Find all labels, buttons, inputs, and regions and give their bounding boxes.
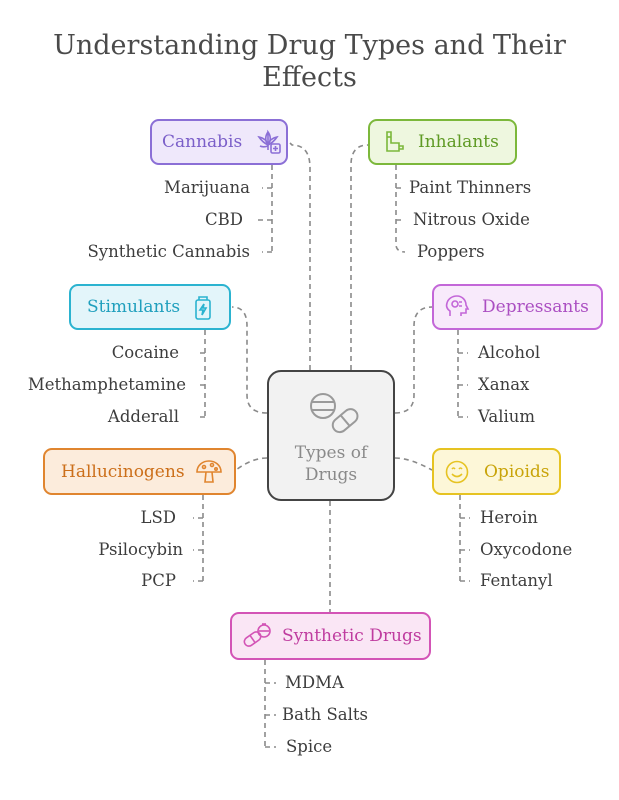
category-depressants-label: Depressants <box>482 297 589 317</box>
mushroom-icon <box>195 459 223 485</box>
category-cannabis: Cannabis <box>150 119 288 165</box>
center-label-line-1: Types of <box>294 443 368 463</box>
hallucinogens-item-3: PCP <box>141 571 176 590</box>
depressants-item-1: Alcohol <box>478 343 541 362</box>
hallucinogens-item-1: LSD <box>140 508 177 527</box>
depressants-item-3: Valium <box>478 407 536 426</box>
cannabis-item-2: CBD <box>205 210 243 229</box>
category-stimulants-label: Stimulants <box>87 297 181 317</box>
inhalants-item-2: Nitrous Oxide <box>413 210 530 229</box>
center-label: Types of Drugs <box>269 442 393 486</box>
category-cannabis-label: Cannabis <box>162 132 243 152</box>
hallucinogens-item-2: Psilocybin <box>98 540 183 559</box>
category-opioids: Opioids <box>432 448 561 495</box>
category-inhalants-label: Inhalants <box>418 132 499 152</box>
cannabis-item-1: Marijuana <box>164 178 250 197</box>
smiley-face-icon <box>444 459 470 485</box>
cannabis-leaf-icon <box>256 129 282 155</box>
cannabis-item-3: Synthetic Cannabis <box>87 242 250 261</box>
stimulants-item-3: Adderall <box>107 407 179 426</box>
page-title: Understanding Drug Types and Their Effec… <box>0 30 619 94</box>
category-opioids-label: Opioids <box>484 461 550 482</box>
stimulants-item-2: Methamphetamine <box>27 375 186 394</box>
category-synthetic-drugs-label: Synthetic Drugs <box>282 626 422 646</box>
category-synthetic-drugs: Synthetic Drugs <box>230 612 431 660</box>
opioids-item-2: Oxycodone <box>480 540 573 559</box>
stimulants-item-1: Cocaine <box>111 343 179 362</box>
category-inhalants: Inhalants <box>368 119 517 165</box>
head-brain-icon <box>444 294 470 320</box>
inhalants-item-3: Poppers <box>417 242 485 261</box>
pills-center-icon <box>305 390 363 444</box>
category-hallucinogens: Hallucinogens <box>43 448 236 495</box>
synthetic-item-2: Bath Salts <box>282 705 368 724</box>
category-depressants: Depressants <box>432 284 603 330</box>
synthetic-item-3: Spice <box>286 737 333 756</box>
synthetic-item-1: MDMA <box>285 673 344 692</box>
title-line-2: Effects <box>262 62 357 93</box>
inhalants-item-1: Paint Thinners <box>409 178 532 197</box>
opioids-item-1: Heroin <box>480 508 538 527</box>
inhaler-icon <box>380 129 406 155</box>
opioids-item-3: Fentanyl <box>480 571 553 590</box>
category-hallucinogens-label: Hallucinogens <box>61 461 185 482</box>
title-line-1: Understanding Drug Types and Their <box>53 30 566 61</box>
energy-drink-icon <box>192 293 214 321</box>
center-label-line-2: Drugs <box>304 465 358 485</box>
depressants-item-2: Xanax <box>478 375 530 394</box>
center-node: Types of Drugs <box>267 370 395 501</box>
category-stimulants: Stimulants <box>69 284 231 330</box>
pills-icon <box>242 622 272 650</box>
